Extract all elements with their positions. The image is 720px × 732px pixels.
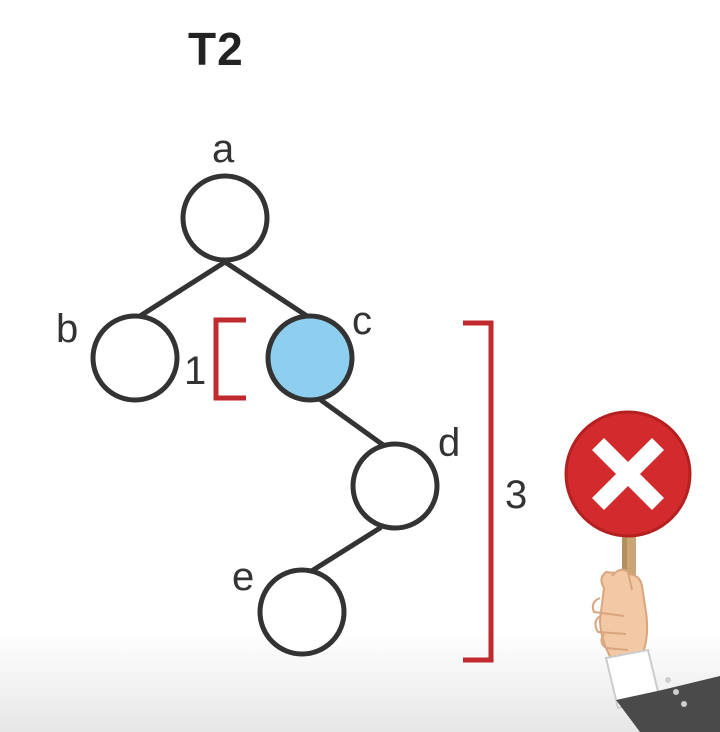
edge-a-c	[222, 259, 313, 321]
node-label-e: e	[232, 555, 254, 599]
edge-a-b	[137, 259, 228, 319]
node-label-b: b	[56, 307, 78, 351]
node-label-c: c	[352, 299, 372, 343]
node-e	[257, 567, 347, 657]
tree-nodes	[90, 173, 440, 657]
left-height-label: 1	[184, 349, 206, 393]
tree-edges	[137, 259, 393, 575]
left-height-bracket	[213, 317, 246, 401]
hand-icon	[591, 568, 720, 732]
node-a	[180, 173, 270, 263]
node-c	[265, 313, 355, 403]
edge-c-d	[315, 395, 393, 453]
x-icon	[591, 437, 665, 511]
diagram-title: T2	[188, 23, 244, 75]
right-height-label: 3	[505, 473, 527, 517]
node-label-a: a	[212, 127, 235, 171]
node-b	[90, 313, 180, 403]
edge-d-e	[307, 525, 383, 575]
node-label-d: d	[438, 421, 460, 465]
node-labels: a b c d e	[56, 127, 460, 599]
node-d	[350, 441, 440, 531]
right-height-bracket	[463, 320, 494, 663]
